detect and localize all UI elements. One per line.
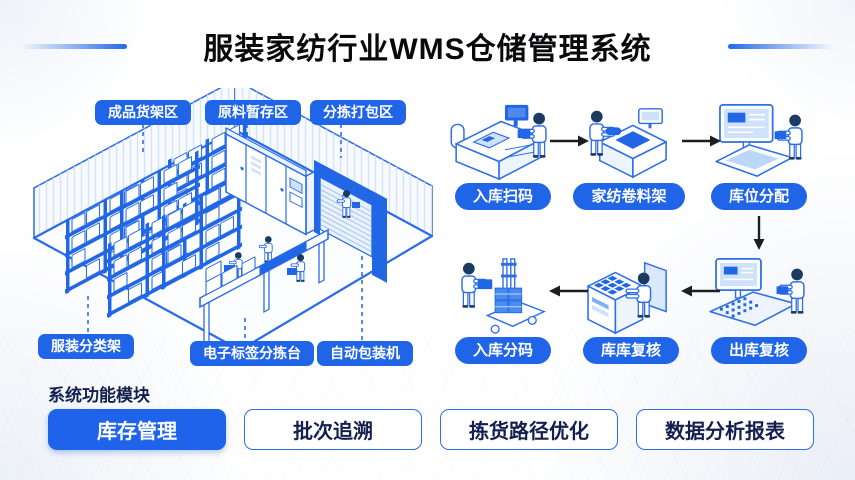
parcel bbox=[352, 202, 360, 208]
module-button-inventory[interactable]: 库存管理 bbox=[48, 409, 226, 450]
warehouse-recheck-illustration bbox=[587, 261, 667, 335]
warehouse-isometric-illustration bbox=[32, 88, 434, 352]
flow-label-inbound-sorting: 入库分码 bbox=[454, 337, 551, 364]
flow-station-warehouse-recheck: 库库复核 bbox=[572, 250, 690, 364]
page-title: 服装家纺行业WMS仓储管理系统 bbox=[203, 33, 652, 66]
label-connector-lines bbox=[87, 124, 363, 340]
title-left-accent-line bbox=[21, 44, 127, 49]
parcel bbox=[287, 268, 297, 275]
module-button-batch-trace[interactable]: 批次追溯 bbox=[244, 409, 422, 450]
outbound-check-illustration bbox=[709, 258, 805, 327]
flow-label-inbound-scan: 入库扫码 bbox=[454, 183, 551, 210]
label-raw-material-zone: 原料暂存区 bbox=[205, 100, 301, 125]
flow-label-location-allocation: 库位分配 bbox=[710, 183, 807, 210]
flow-label-outbound-check: 出库复核 bbox=[710, 337, 807, 364]
label-auto-packing-machine: 自动包装机 bbox=[317, 341, 413, 366]
label-clothing-sorting-rack: 服装分类架 bbox=[38, 334, 134, 359]
label-finished-goods-zone: 成品货架区 bbox=[95, 100, 191, 125]
module-button-report[interactable]: 数据分析报表 bbox=[636, 409, 814, 450]
arrow-down-icon bbox=[753, 216, 765, 250]
label-esl-sorting-table: 电子标签分拣台 bbox=[190, 341, 314, 366]
raw-material-cabinet bbox=[225, 127, 317, 236]
flow-label-textile-roll-rack: 家纺卷料架 bbox=[573, 183, 685, 210]
location-allocation-illustration bbox=[715, 104, 803, 177]
inbound-sorting-stacker-illustration bbox=[461, 258, 546, 334]
flow-station-inbound-sorting: 入库分码 bbox=[444, 250, 562, 364]
inbound-scan-illustration bbox=[450, 104, 547, 181]
sorting-conveyor-table bbox=[199, 228, 329, 345]
module-button-row: 库存管理 批次追溯 拣货路径优化 数据分析报表 bbox=[48, 409, 814, 450]
flow-station-location-allocation: 库位分配 bbox=[700, 96, 818, 210]
flow-station-outbound-check: 出库复核 bbox=[700, 250, 818, 364]
arrow-left-icon bbox=[549, 285, 588, 297]
module-button-pick-path[interactable]: 拣货路径优化 bbox=[440, 409, 618, 450]
arrow-right-icon bbox=[550, 135, 589, 147]
parcel bbox=[224, 265, 234, 272]
flow-label-warehouse-recheck: 库库复核 bbox=[582, 337, 679, 364]
arrow-right-icon bbox=[682, 135, 721, 147]
textile-roll-rack-illustration bbox=[589, 108, 667, 179]
label-sorting-packing-zone: 分拣打包区 bbox=[310, 100, 406, 125]
flow-station-textile-roll-rack: 家纺卷料架 bbox=[570, 96, 688, 210]
flow-station-inbound-scan: 入库扫码 bbox=[444, 96, 562, 210]
modules-heading: 系统功能模块 bbox=[48, 386, 150, 405]
arrow-left-icon bbox=[681, 285, 720, 297]
title-right-accent-line bbox=[728, 44, 834, 49]
